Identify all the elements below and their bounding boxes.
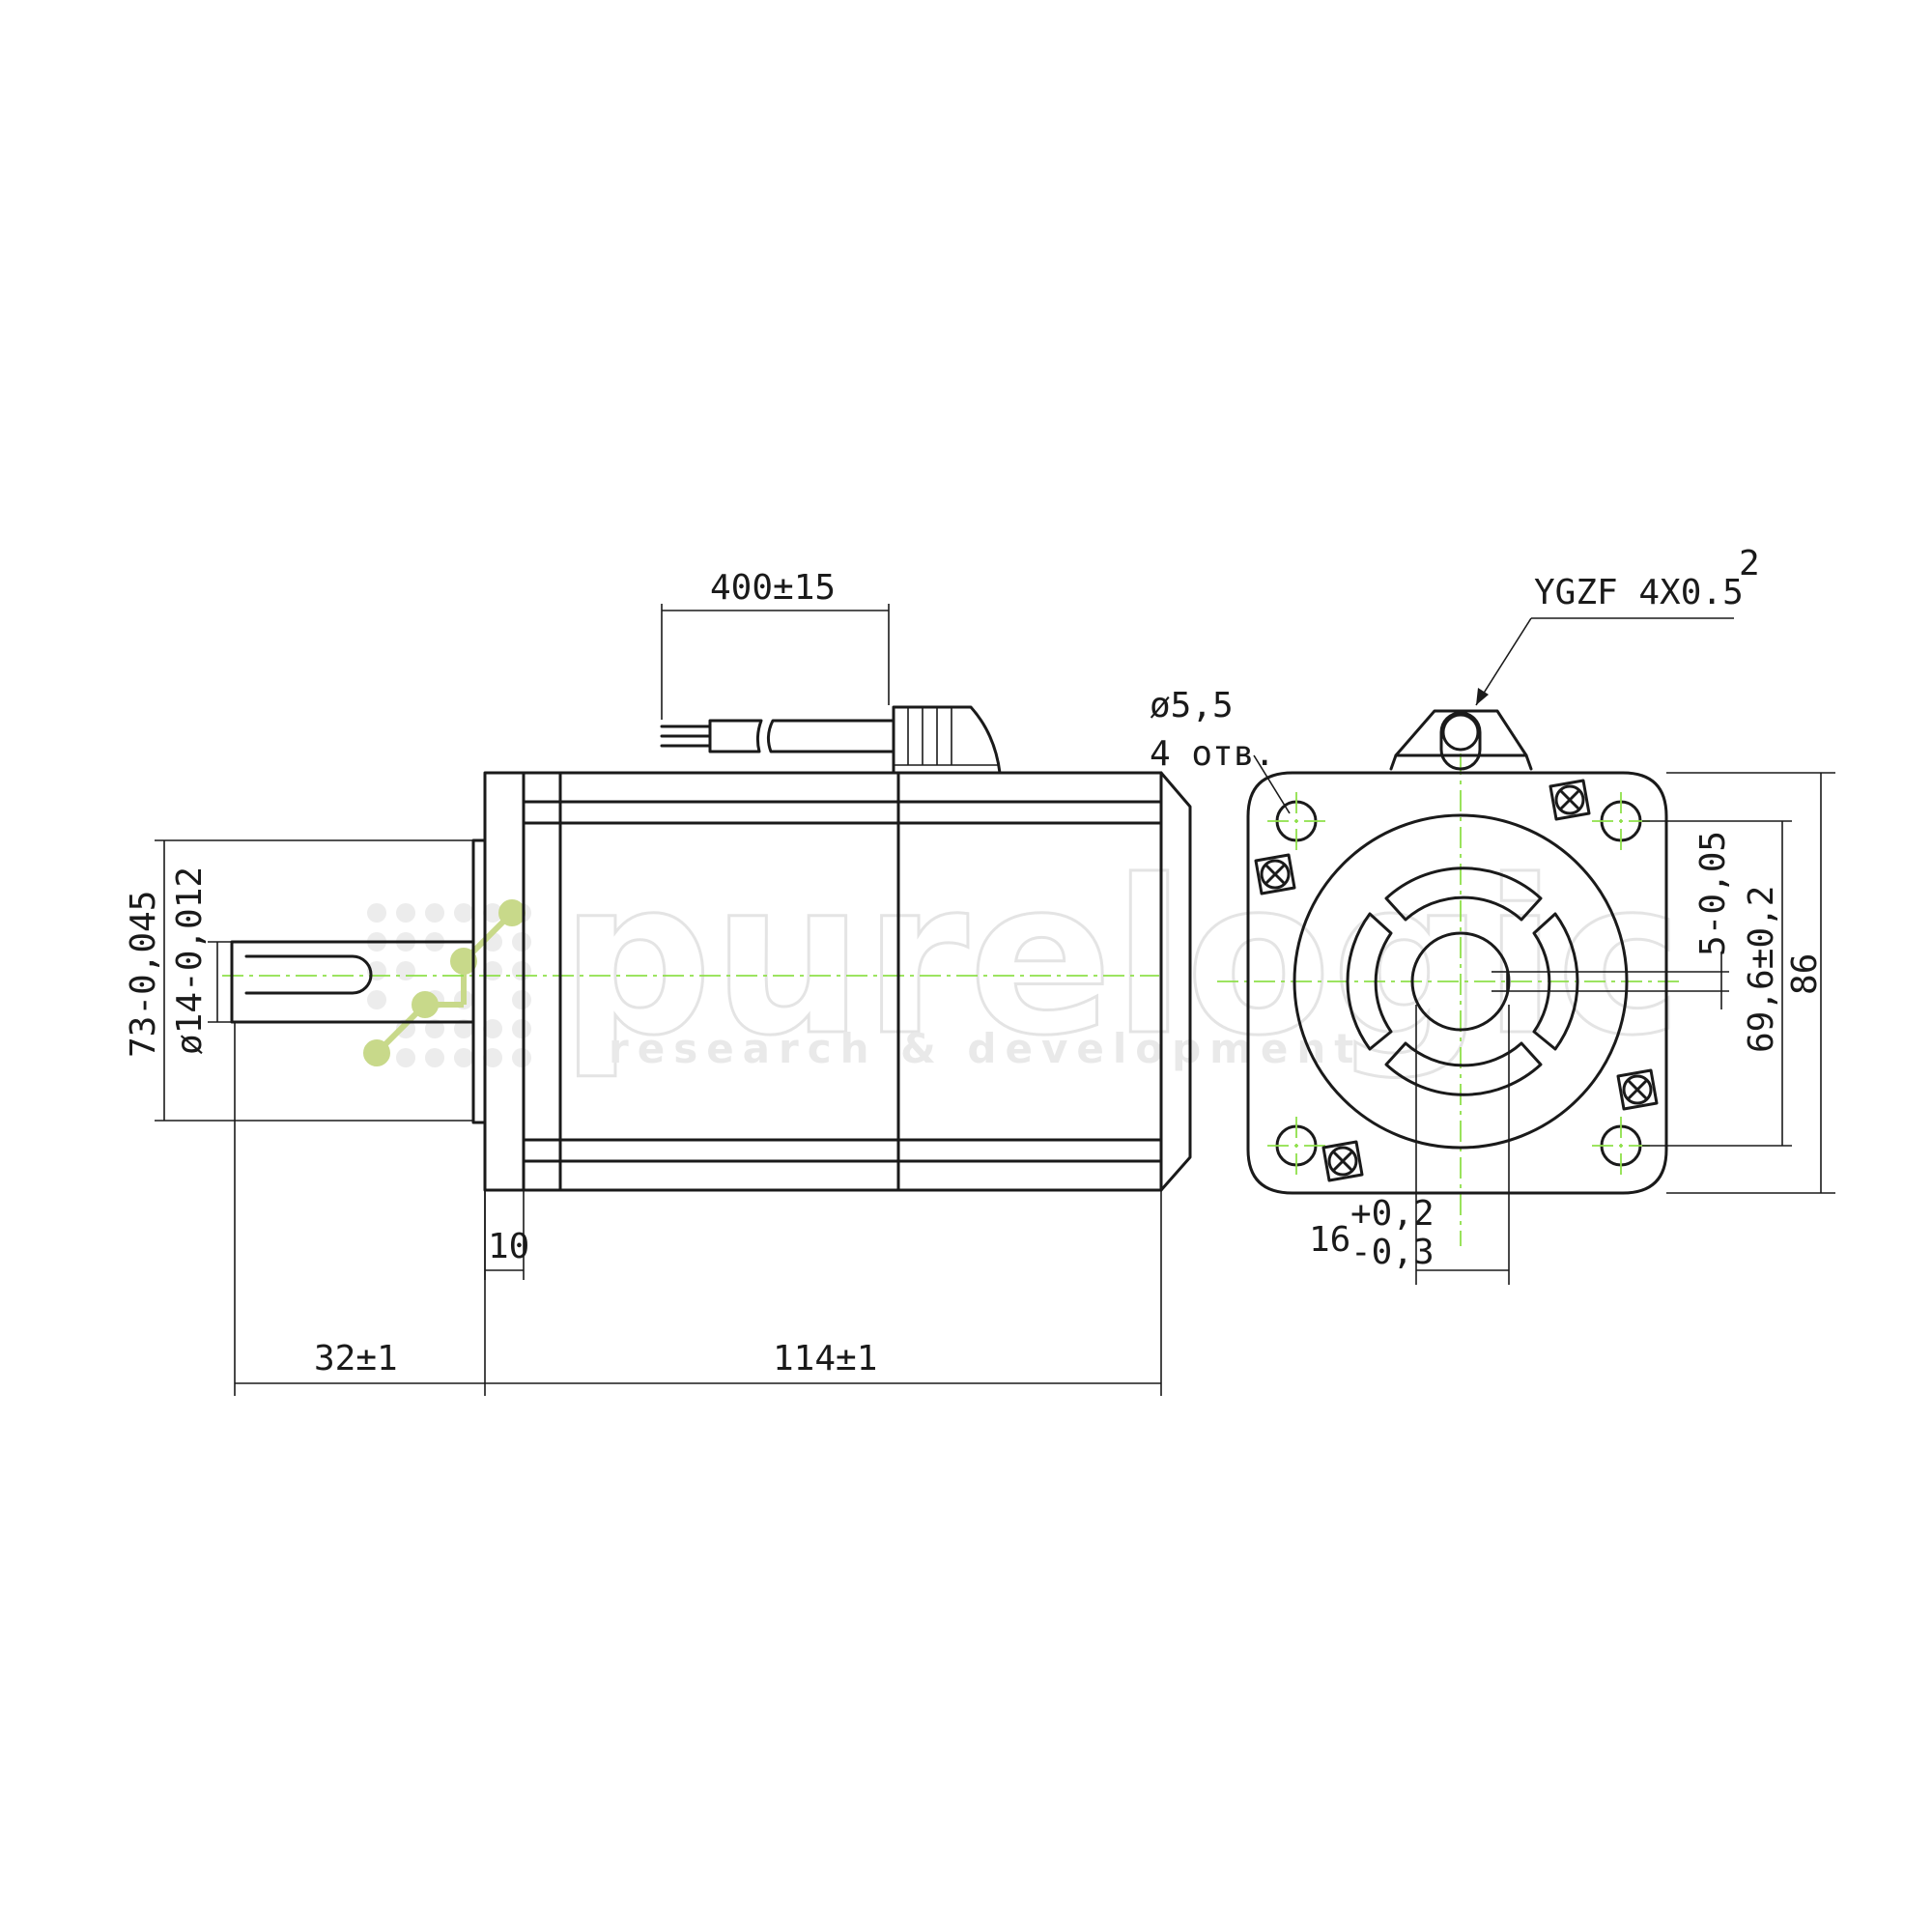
dim-flange-diameter: 73-0,045 — [124, 839, 473, 1122]
screw-icon — [1254, 853, 1296, 895]
watermark-brand: purelogic — [560, 835, 1683, 1082]
front-face-circle — [1293, 813, 1629, 1150]
dim-key-lower-label: -0,3 — [1350, 1233, 1435, 1272]
mounting-holes — [1267, 792, 1650, 1175]
dim-flange-diameter-label: 73-0,045 — [124, 891, 163, 1058]
flange-pilot — [471, 838, 487, 1124]
motor-body — [522, 771, 1192, 1192]
watermark-tagline: research & development — [609, 1025, 1362, 1072]
dim-cable-length: 400±15 — [661, 568, 890, 720]
dim-shaft-flat-label: 5-0,05 — [1693, 831, 1733, 956]
callout-cable: YGZF 4X0.5 2 — [1475, 544, 1760, 706]
flange — [483, 771, 526, 1192]
dim-flange-thickness: 10 — [484, 1190, 529, 1280]
hole-count-label: 4 отв. — [1150, 734, 1275, 774]
cable-gland — [892, 705, 1002, 775]
dim-hole-spacing-label: 69,6±0,2 — [1742, 886, 1781, 1053]
dim-body-size-label: 86 — [1785, 953, 1825, 995]
cable — [660, 705, 1002, 775]
rear-cap — [1159, 771, 1192, 1192]
dim-key: 16 +0,2 -0,3 — [1309, 1005, 1510, 1285]
side-view: 400±15 73-0,045 ø14-0,012 10 — [124, 568, 1192, 1396]
dim-body-length-label: 114±1 — [773, 1339, 877, 1378]
watermark: purelogic research & development — [363, 834, 1684, 1084]
dim-shaft-flat: 5-0,05 — [1507, 831, 1733, 1009]
screw-icon — [1616, 1068, 1659, 1111]
dim-shaft-diameter-label: ø14-0,012 — [170, 867, 210, 1055]
dim-key-upper-label: +0,2 — [1350, 1194, 1435, 1234]
dim-shaft-diameter: ø14-0,012 — [170, 867, 232, 1055]
screws — [1254, 779, 1659, 1182]
dim-shaft-length: 32±1 — [234, 1022, 486, 1396]
front-shaft — [1410, 931, 1511, 1032]
watermark-logo-network — [363, 899, 526, 1066]
cable-type-label: YGZF 4X0.5 — [1534, 573, 1744, 612]
dim-cable-length-label: 400±15 — [710, 568, 836, 608]
front-arc-slots — [1346, 867, 1579, 1096]
dim-shaft-length-label: 32±1 — [314, 1339, 398, 1378]
dim-body-length: 114±1 — [485, 1190, 1162, 1396]
hole-diameter-label: ø5,5 — [1150, 686, 1234, 725]
dim-body-size: 86 — [1666, 772, 1835, 1194]
cable-jacket — [766, 719, 895, 753]
cable-type-superscript: 2 — [1739, 544, 1760, 583]
front-body-outline — [1246, 771, 1668, 1195]
shaft-keyway — [244, 954, 373, 995]
front-view: ø5,5 4 отв. YGZF 4X0.5 2 5-0,05 69,6±0,2 — [1150, 544, 1835, 1285]
dim-hole-spacing: 69,6±0,2 — [1642, 820, 1792, 1147]
cable-boss — [1389, 709, 1533, 771]
dim-flange-thickness-label: 10 — [488, 1227, 529, 1266]
watermark-logo-dots — [367, 903, 531, 1067]
screw-icon — [1321, 1140, 1364, 1182]
callout-holes: ø5,5 4 отв. — [1150, 686, 1291, 814]
dim-key-base-label: 16 — [1309, 1220, 1350, 1260]
screw-icon — [1548, 779, 1591, 821]
